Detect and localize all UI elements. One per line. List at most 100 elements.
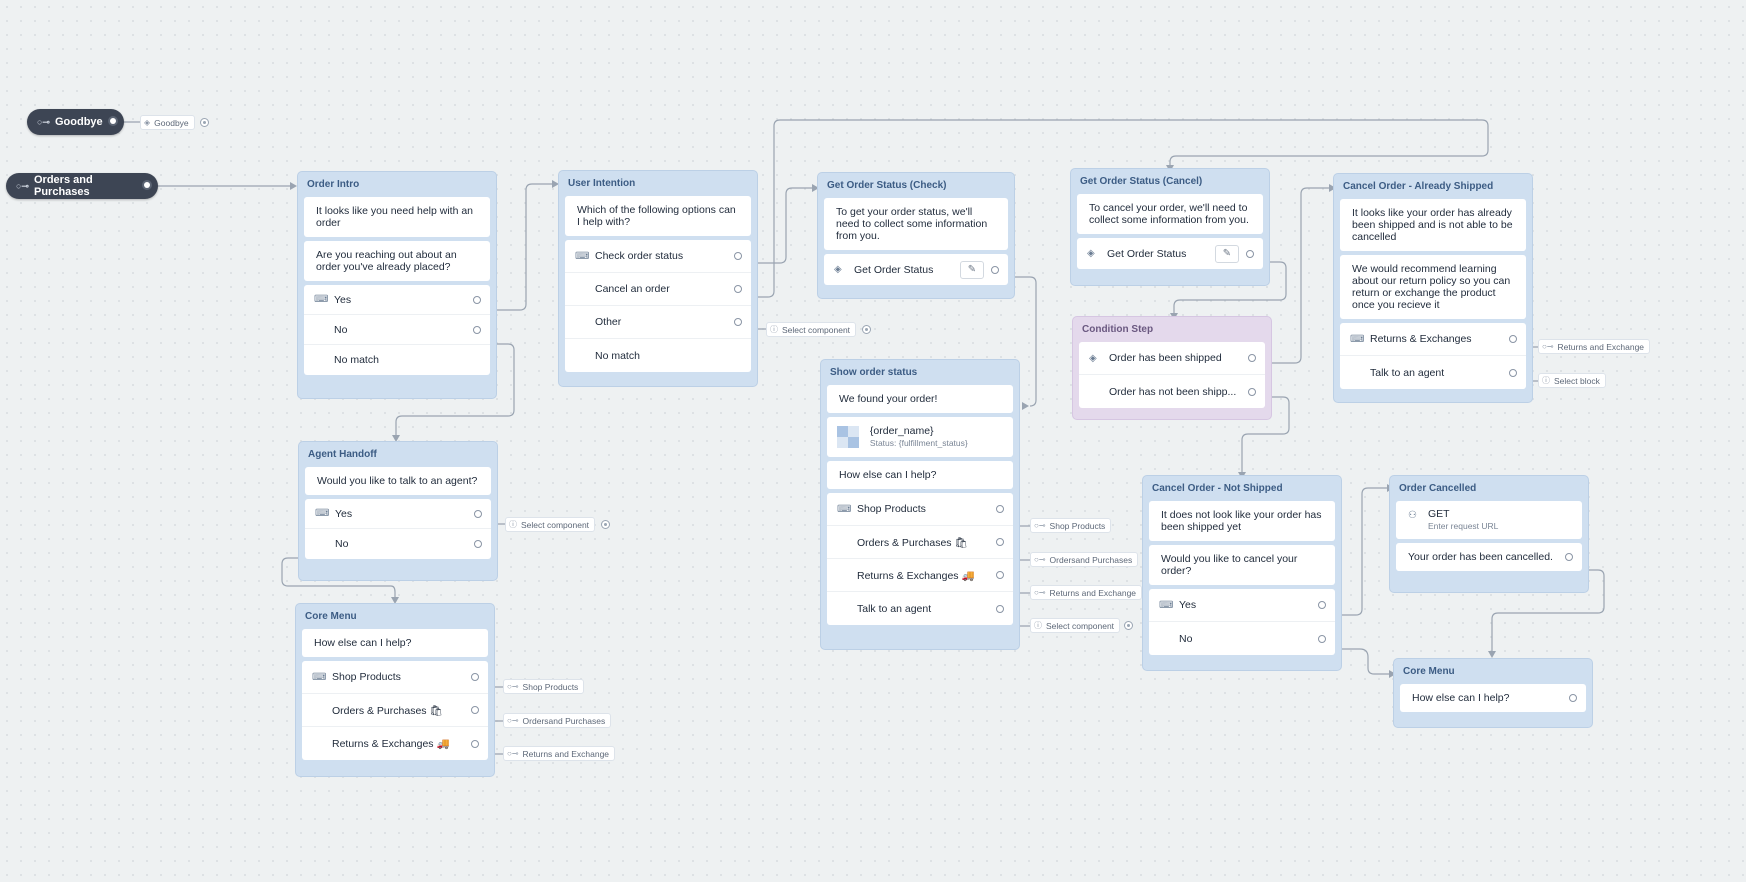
link-tag[interactable]: ○⊸Ordersand Purchases <box>1030 552 1139 567</box>
output-port[interactable] <box>1509 368 1517 377</box>
block-show-order-status[interactable]: Show order status We found your order! {… <box>820 359 1020 650</box>
message-card[interactable]: Would you like to cancel your order? <box>1149 545 1335 585</box>
block-get-order-status-check[interactable]: Get Order Status (Check) To get your ord… <box>817 172 1015 299</box>
condition-row[interactable]: ◈Order has been shipped <box>1079 342 1265 375</box>
output-port[interactable] <box>471 673 479 681</box>
block-condition-step[interactable]: Condition Step ◈Order has been shipped O… <box>1072 316 1272 420</box>
block-order-cancelled[interactable]: Order Cancelled ⚇ GET Enter request URL … <box>1389 475 1589 593</box>
message-card[interactable]: We would recommend learning about our re… <box>1340 255 1526 319</box>
output-port[interactable] <box>471 739 479 748</box>
choice-row[interactable]: Other <box>565 306 751 339</box>
output-port[interactable] <box>1246 249 1254 258</box>
link-tag[interactable]: ○⊸Shop Products <box>503 679 585 694</box>
choice-row[interactable]: ⌨Yes <box>305 499 491 529</box>
choice-row[interactable]: Cancel an order <box>565 273 751 306</box>
link-tag[interactable]: ○⊸Returns and Exchange <box>1030 585 1143 600</box>
choice-row[interactable]: Talk to an agent <box>1340 356 1526 389</box>
choice-row[interactable]: Orders & Purchases 🛍 <box>827 526 1013 559</box>
port-end[interactable] <box>1124 621 1133 630</box>
link-tag[interactable]: ○⊸Ordersand Purchases <box>503 713 612 728</box>
link-tag[interactable]: ○⊸Returns and Exchange <box>503 746 616 761</box>
output-port[interactable] <box>996 538 1004 546</box>
output-port[interactable] <box>991 265 999 274</box>
output-port[interactable] <box>144 182 150 188</box>
start-node-orders[interactable]: ○⊸ Orders and Purchases <box>6 173 158 199</box>
component-row[interactable]: ◈Get Order Status✎ <box>1077 238 1263 269</box>
choice-row[interactable]: No <box>304 315 490 345</box>
port-end[interactable] <box>200 118 209 127</box>
message-card[interactable]: Would you like to talk to an agent? <box>305 467 491 495</box>
edit-icon[interactable]: ✎ <box>1215 244 1239 263</box>
message-card[interactable]: It looks like you need help with an orde… <box>304 197 490 237</box>
message-card[interactable]: How else can I help? <box>827 461 1013 489</box>
message-card[interactable]: How else can I help? <box>302 629 488 657</box>
message-card[interactable]: It looks like your order has already bee… <box>1340 199 1526 251</box>
message-card[interactable]: Which of the following options can I hel… <box>565 196 751 236</box>
goodbye-link-tag[interactable]: ◈ Goodbye <box>140 115 195 130</box>
choice-row[interactable]: ⌨Shop Products <box>302 661 488 694</box>
message-card[interactable]: How else can I help? <box>1400 684 1586 712</box>
component-row[interactable]: ◈Get Order Status✎ <box>824 254 1008 285</box>
output-port[interactable] <box>996 604 1004 613</box>
output-port[interactable] <box>734 252 742 260</box>
choice-row[interactable]: Returns & Exchanges 🚚 <box>302 727 488 760</box>
message-card[interactable]: Your order has been cancelled. <box>1396 543 1582 571</box>
output-port[interactable] <box>996 505 1004 513</box>
block-cancel-order-not-shipped[interactable]: Cancel Order - Not Shipped It does not l… <box>1142 475 1342 671</box>
port-end[interactable] <box>601 520 610 529</box>
output-port[interactable] <box>1565 553 1573 561</box>
output-port[interactable] <box>474 540 482 548</box>
block-core-menu[interactable]: Core Menu How else can I help? ⌨Shop Pro… <box>295 603 495 777</box>
output-port[interactable] <box>110 118 116 124</box>
block-user-intention[interactable]: User Intention Which of the following op… <box>558 170 758 387</box>
output-port[interactable] <box>473 295 481 304</box>
output-port[interactable] <box>996 571 1004 579</box>
start-node-goodbye[interactable]: ○⊸ Goodbye <box>27 109 124 135</box>
choice-row[interactable]: No <box>305 529 491 559</box>
output-port[interactable] <box>473 325 481 334</box>
block-agent-handoff[interactable]: Agent Handoff Would you like to talk to … <box>298 441 498 581</box>
port-end[interactable] <box>862 325 871 334</box>
output-port[interactable] <box>1248 387 1256 396</box>
edit-icon[interactable]: ✎ <box>960 260 984 279</box>
api-card[interactable]: ⚇ GET Enter request URL <box>1396 501 1582 539</box>
choice-row[interactable]: Orders & Purchases 🛍 <box>302 694 488 727</box>
link-tag[interactable]: ○⊸Returns and Exchange <box>1538 339 1651 354</box>
choice-row[interactable]: ⌨Yes <box>304 285 490 315</box>
message-card[interactable]: Are you reaching out about an order you'… <box>304 241 490 281</box>
choice-row[interactable]: ⌨Check order status <box>565 240 751 273</box>
output-port[interactable] <box>1509 335 1517 343</box>
block-core-menu-2[interactable]: Core Menu How else can I help? <box>1393 658 1593 728</box>
block-cancel-order-already-shipped[interactable]: Cancel Order - Already Shipped It looks … <box>1333 173 1533 403</box>
choice-row[interactable]: Talk to an agent <box>827 592 1013 625</box>
output-port[interactable] <box>1569 694 1577 702</box>
message-card[interactable]: We found your order! <box>827 385 1013 413</box>
condition-row[interactable]: Order has not been shipp... <box>1079 375 1265 408</box>
output-port[interactable] <box>1318 634 1326 643</box>
block-order-intro[interactable]: Order Intro It looks like you need help … <box>297 171 497 399</box>
link-icon: ○⊸ <box>16 180 29 191</box>
output-port[interactable] <box>474 509 482 518</box>
choice-row[interactable]: No <box>1149 622 1335 655</box>
message-card[interactable]: It does not look like your order has bee… <box>1149 501 1335 541</box>
output-port[interactable] <box>1318 601 1326 609</box>
output-port[interactable] <box>471 706 479 714</box>
product-card[interactable]: {order_name} Status: {fulfillment_status… <box>827 417 1013 457</box>
output-port[interactable] <box>734 318 742 326</box>
choice-row[interactable]: ⌨Returns & Exchanges <box>1340 323 1526 356</box>
output-port[interactable] <box>734 285 742 293</box>
message-card[interactable]: To cancel your order, we'll need to coll… <box>1077 194 1263 234</box>
message-card[interactable]: To get your order status, we'll need to … <box>824 198 1008 250</box>
choice-row[interactable]: No match <box>304 345 490 375</box>
output-port[interactable] <box>1248 354 1256 362</box>
choice-row[interactable]: No match <box>565 339 751 372</box>
choice-row[interactable]: ⌨Shop Products <box>827 493 1013 526</box>
choice-row[interactable]: ⌨Yes <box>1149 589 1335 622</box>
link-tag[interactable]: ○⊸Shop Products <box>1030 518 1112 533</box>
choice-row[interactable]: Returns & Exchanges 🚚 <box>827 559 1013 592</box>
block-get-order-status-cancel[interactable]: Get Order Status (Cancel) To cancel your… <box>1070 168 1270 286</box>
